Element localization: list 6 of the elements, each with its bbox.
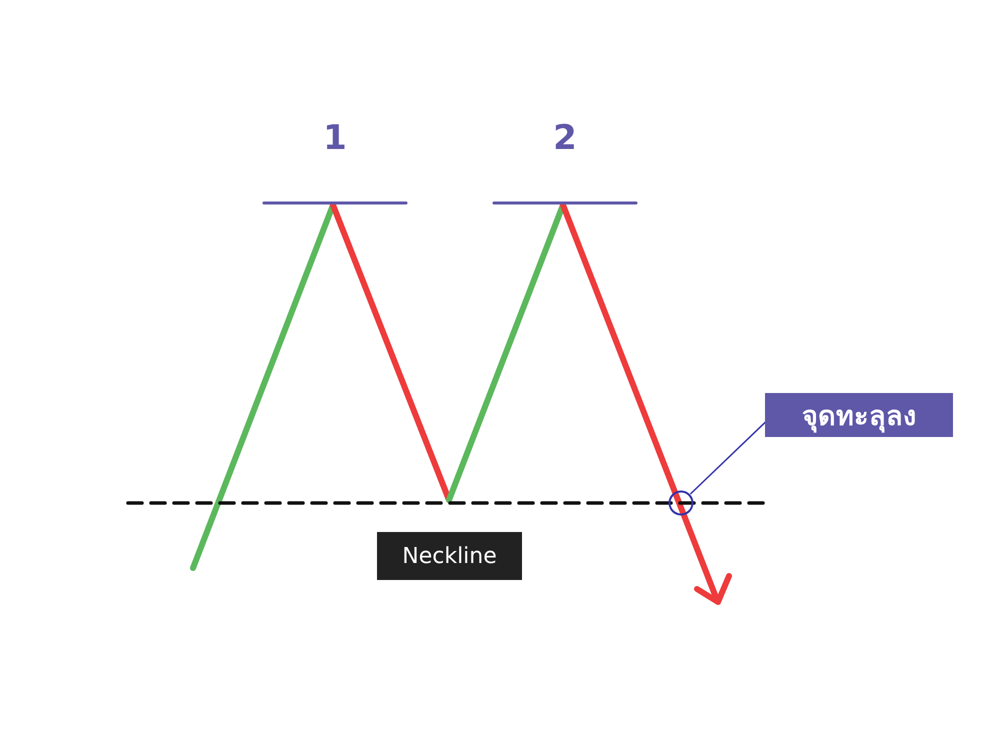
peak-number: 1 bbox=[323, 118, 347, 158]
peak-number: 2 bbox=[553, 118, 577, 158]
leader-line bbox=[690, 421, 767, 495]
breakout-circle bbox=[668, 490, 694, 516]
label-box: Neckline bbox=[377, 532, 522, 580]
callout-box: จุดทะลุลง bbox=[765, 393, 953, 437]
